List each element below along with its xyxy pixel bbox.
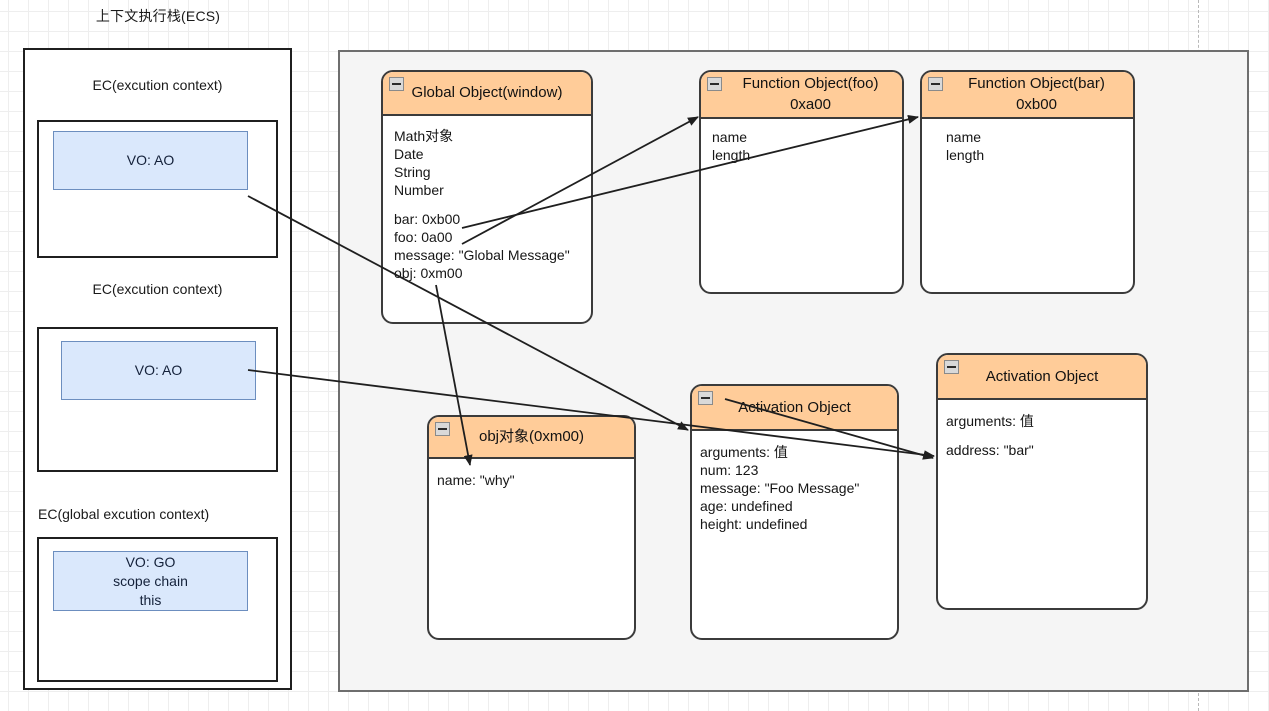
card-function-object-foo-header[interactable]: Function Object(foo) 0xa00 [701,72,902,119]
card-activation-object-bar-body: arguments: 值 address: "bar" [938,400,1146,459]
collapse-minus-icon[interactable] [389,77,404,91]
collapse-minus-icon[interactable] [707,77,722,91]
card-function-object-bar-header[interactable]: Function Object(bar) 0xb00 [922,72,1133,119]
prop: Math对象 [394,128,454,144]
card-global-object-body: Math对象 Date String Number bar: 0xb00 foo… [383,116,591,282]
vo-line: VO: AO [126,152,175,168]
card-obj-object-body: name: "why" [429,459,634,489]
prop: arguments: 值 [700,444,788,460]
card-function-object-foo-body: name length [701,119,902,164]
card-title-line2: 0xb00 [1016,96,1057,113]
prop: obj: 0xm00 [394,265,463,281]
ec-label-1: EC(excution context) [92,77,223,93]
card-activation-object-foo[interactable]: Activation Object arguments: 值 num: 123 … [690,384,899,640]
prop: name: "why" [437,472,515,488]
prop: num: 123 [700,462,759,478]
prop: foo: 0a00 [394,229,453,245]
prop: length [712,147,751,163]
prop: message: "Foo Message" [700,480,860,496]
prop: length [946,147,985,163]
card-title: obj对象(0xm00) [478,428,585,445]
card-obj-object-header[interactable]: obj对象(0xm00) [429,417,634,459]
spacer [394,199,591,210]
card-activation-object-foo-header[interactable]: Activation Object [692,386,897,431]
card-activation-object-bar-header[interactable]: Activation Object [938,355,1146,400]
prop: String [394,164,431,180]
prop: message: "Global Message" [394,247,570,263]
collapse-minus-icon[interactable] [435,422,450,436]
prop: bar: 0xb00 [394,211,461,227]
collapse-minus-icon[interactable] [698,391,713,405]
spacer [946,430,1146,441]
card-title: Activation Object [738,398,851,416]
card-obj-object[interactable]: obj对象(0xm00) name: "why" [427,415,636,640]
card-title: Activation Object [985,367,1099,385]
prop: arguments: 值 [946,413,1034,429]
collapse-minus-icon[interactable] [944,360,959,374]
vo-box-2: VO: AO [61,341,256,400]
prop: address: "bar" [946,442,1034,458]
prop: name [712,129,748,145]
card-global-object-header[interactable]: Global Object(window) [383,72,591,116]
card-title-line2: 0xa00 [790,96,831,113]
prop: height: undefined [700,516,808,532]
collapse-minus-icon[interactable] [928,77,943,91]
card-activation-object-bar[interactable]: Activation Object arguments: 值 address: … [936,353,1148,610]
ec-label-2: EC(excution context) [92,281,223,297]
card-title-line1: Function Object(bar) [968,75,1105,92]
card-global-object[interactable]: Global Object(window) Math对象 Date String… [381,70,593,324]
prop: name [946,129,982,145]
vo-box-1: VO: AO [53,131,248,190]
vo-line: this [139,591,162,608]
vo-box-3: VO: GO scope chain this [53,551,248,611]
vo-line: scope chain [113,572,188,589]
card-title-line1: Function Object(foo) [742,75,879,92]
ec-label-3: EC(global excution context) [38,506,210,522]
vo-line: VO: AO [134,362,183,378]
prop: Date [394,146,424,162]
card-title: Global Object(window) [411,84,563,101]
card-activation-object-foo-body: arguments: 值 num: 123 message: "Foo Mess… [692,431,897,533]
ecs-title: 上下文执行栈(ECS) [95,8,221,24]
vo-line: VO: GO [125,553,176,570]
prop: age: undefined [700,498,793,514]
prop: Number [394,182,444,198]
card-function-object-foo[interactable]: Function Object(foo) 0xa00 name length [699,70,904,294]
card-function-object-bar[interactable]: Function Object(bar) 0xb00 name length [920,70,1135,294]
card-function-object-bar-body: name length [922,119,1133,164]
